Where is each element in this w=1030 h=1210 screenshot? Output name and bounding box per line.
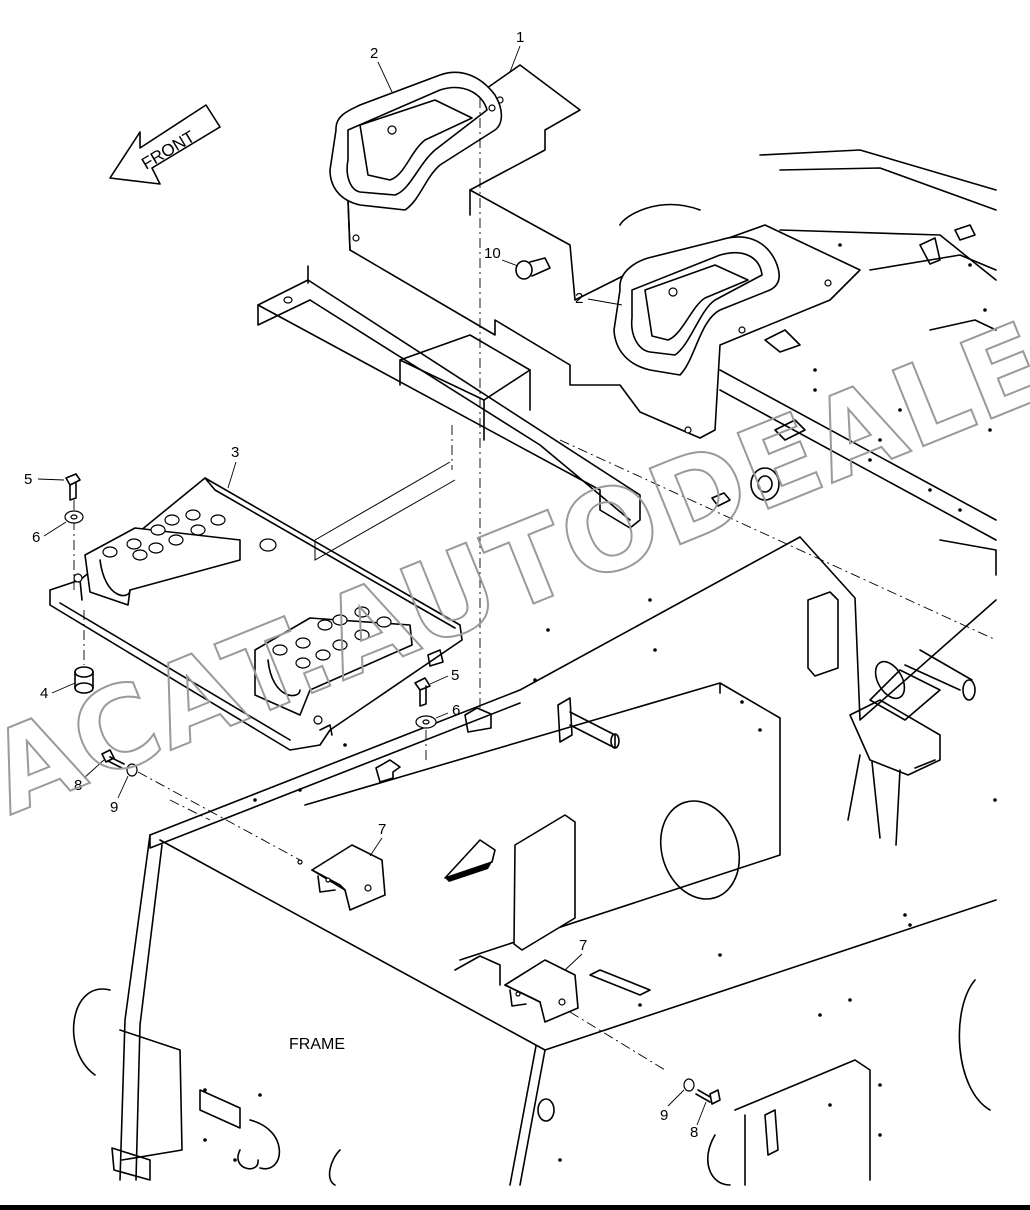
main-frame <box>72 149 997 1186</box>
callout-7a: 7 <box>378 821 386 838</box>
washer-9-left <box>126 763 301 861</box>
bracket-7-upper <box>297 844 386 911</box>
washer-9-right <box>683 1078 695 1092</box>
callout-4: 4 <box>40 685 48 702</box>
seat-bracket-1 <box>347 64 861 439</box>
step-plate-3 <box>49 477 463 751</box>
step-plate-holes <box>102 509 392 669</box>
callout-6a: 6 <box>32 529 40 546</box>
callout-5a: 5 <box>24 471 32 488</box>
seat-rail <box>257 265 641 529</box>
bolt-8-left <box>101 749 125 769</box>
callout-2b: 2 <box>575 290 583 307</box>
bottom-border <box>0 1205 1030 1210</box>
callout-2a: 2 <box>370 45 378 62</box>
pin-10 <box>479 98 551 710</box>
bolt-5-right <box>414 677 431 707</box>
callouts: 1 2 2 3 4 5 5 6 6 7 7 8 8 9 9 10 <box>24 29 707 1141</box>
callout-8a: 8 <box>74 777 82 794</box>
callout-5b: 5 <box>451 667 459 684</box>
frame-holes <box>203 243 997 1162</box>
callout-10: 10 <box>484 245 501 262</box>
isolator-pad-right <box>613 236 780 376</box>
spacer-4 <box>74 610 94 694</box>
callout-7b: 7 <box>579 937 587 954</box>
callout-6b: 6 <box>452 702 460 719</box>
washer-6-right <box>415 715 437 760</box>
frame-label: FRAME <box>289 1036 345 1053</box>
washer-6-left <box>64 510 84 524</box>
bolt-8-right <box>695 1089 721 1105</box>
bolt-5-left <box>65 473 81 590</box>
callout-9b: 9 <box>660 1107 668 1124</box>
callout-3: 3 <box>231 444 239 461</box>
bracket-7-lower <box>454 955 666 1071</box>
front-arrow: FRONT <box>109 104 221 185</box>
isolator-pad-left <box>329 71 503 211</box>
callout-1: 1 <box>516 29 524 46</box>
callout-8b: 8 <box>690 1124 698 1141</box>
callout-9a: 9 <box>110 799 118 816</box>
front-arrow-label: FRONT <box>138 127 198 173</box>
